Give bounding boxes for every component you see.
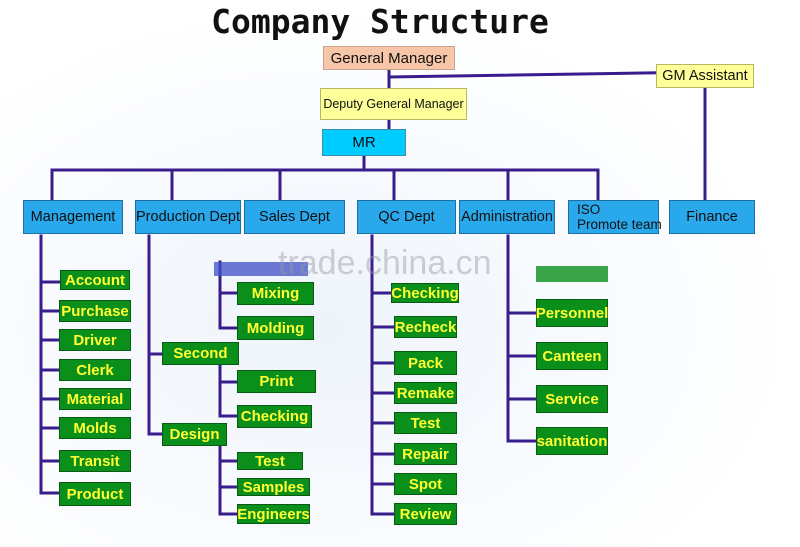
admin-item: Service [536, 385, 608, 413]
production-second: Second [162, 342, 239, 365]
qc-item: Review [394, 503, 457, 525]
page-title: Company Structure [211, 2, 549, 41]
mgmt-item: Purchase [59, 300, 131, 322]
mgmt-item: Transit [59, 450, 131, 472]
node-deputy-general-manager: Deputy General Manager [320, 88, 467, 120]
admin-item: Canteen [536, 342, 608, 370]
mgmt-item: Molds [59, 417, 131, 439]
dept-iso-promote-team: ISO Promote team [568, 200, 662, 234]
mgmt-item: Account [60, 270, 130, 290]
mgmt-item: Clerk [59, 359, 131, 381]
obscured-strip [214, 262, 308, 276]
dept-sales: Sales Dept [244, 200, 345, 234]
production-item: Engineers [237, 504, 310, 524]
qc-item: Recheck [394, 316, 457, 338]
dept-management: Management [23, 200, 123, 234]
node-mr: MR [322, 129, 406, 156]
iso-label-line1: ISO [577, 202, 601, 217]
qc-item: Pack [394, 351, 457, 375]
dept-finance: Finance [669, 200, 755, 234]
production-item: Mixing [237, 282, 314, 305]
qc-item: Checking [391, 283, 459, 303]
dept-production: Production Dept [135, 200, 241, 234]
node-gm-assistant: GM Assistant [656, 64, 754, 88]
qc-item: Remake [394, 382, 457, 404]
qc-item: Repair [394, 443, 457, 465]
mgmt-item: Product [59, 482, 131, 506]
admin-item: sanitation [536, 427, 608, 455]
dept-qc: QC Dept [357, 200, 456, 234]
production-item: Test [237, 452, 303, 470]
admin-item: Personnel [536, 299, 608, 327]
watermark: trade.china.cn [278, 244, 492, 282]
production-item: Samples [237, 478, 310, 496]
dept-administration: Administration [459, 200, 555, 234]
qc-item: Test [394, 412, 457, 434]
production-item: Print [237, 370, 316, 393]
iso-label-line2: Promote team [577, 217, 662, 232]
qc-item: Spot [394, 473, 457, 495]
obscured-strip [536, 266, 608, 282]
mgmt-item: Driver [59, 329, 131, 351]
production-item: Checking [237, 405, 312, 428]
node-general-manager: General Manager [323, 46, 455, 70]
mgmt-item: Material [59, 388, 131, 410]
production-design: Design [162, 423, 227, 446]
production-item: Molding [237, 316, 314, 340]
